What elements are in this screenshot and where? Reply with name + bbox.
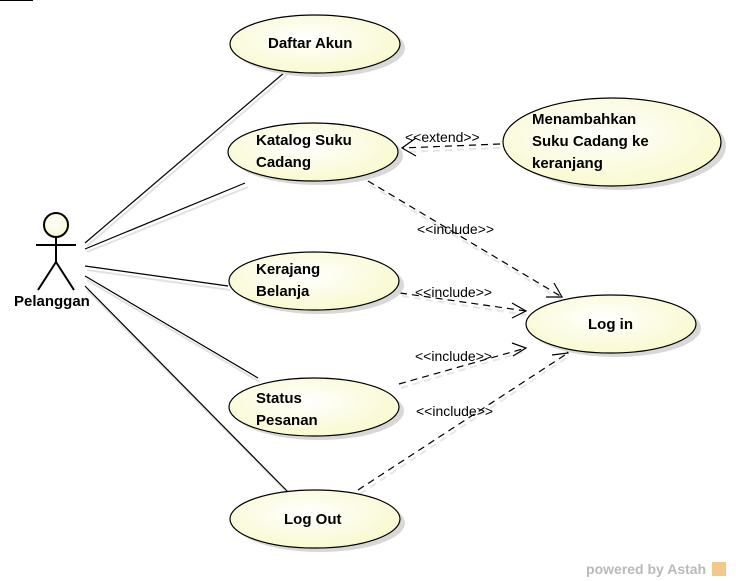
usecase-status-pesanan (228, 377, 400, 437)
astah-logo-icon (712, 562, 726, 576)
usecase-daftar-akun (229, 14, 401, 74)
include-arrowhead-katalog (546, 282, 564, 298)
include-stereotype-logout: <<include>> (416, 403, 494, 419)
include-stereotype-katalog: <<include>> (417, 221, 495, 237)
association-katalog (84, 182, 246, 250)
include-arrowhead-kerajang (511, 302, 528, 319)
usecase-login-label: Log in (588, 314, 633, 336)
usecase-label-line: Daftar Akun (268, 35, 353, 52)
association-daftar-akun (84, 71, 286, 244)
astah-watermark: powered by Astah (586, 561, 726, 577)
association-logout (84, 285, 290, 494)
usecase-kerajang-label: Kerajang Belanja (256, 259, 320, 303)
include-stereotype-status: <<include>> (415, 348, 493, 364)
usecase-label-line: Belanja (256, 283, 310, 300)
association-status (84, 275, 259, 379)
usecase-label-line: Suku Cadang ke (532, 133, 649, 150)
usecase-daftar-akun-label: Daftar Akun (268, 33, 352, 55)
actor-stick-figure-icon (36, 212, 76, 291)
actor-label: Pelanggan (14, 293, 90, 310)
watermark-text: powered by Astah (586, 561, 707, 577)
usecase-katalog-label: Katalog Suku Cadang (256, 130, 352, 174)
usecase-label-line: keranjang (532, 155, 603, 172)
include-line-katalog (367, 180, 563, 298)
frame-corner-line (0, 0, 33, 1)
include-line-kerajang (399, 292, 527, 312)
usecase-label-line: Kerajang (256, 261, 321, 278)
usecase-logout-label: Log Out (284, 509, 341, 531)
usecase-status-label: Status Pesanan (256, 388, 318, 432)
usecase-label-line: Log Out (284, 511, 342, 528)
usecase-label-line: Katalog Suku (256, 132, 352, 149)
usecase-log-out (229, 489, 401, 549)
extend-arrowhead (400, 137, 417, 157)
usecase-log-in (525, 294, 697, 354)
usecase-label-line: Menambahkan (532, 111, 637, 128)
usecase-katalog-suku-cadang (227, 122, 399, 182)
usecase-menambahkan (502, 97, 722, 187)
usecase-kerajang-belanja (228, 251, 400, 311)
extend-line (401, 143, 501, 149)
extend-stereotype: <<extend>> (405, 129, 480, 145)
usecase-label-line: Pesanan (256, 412, 318, 429)
include-line-logout (357, 352, 569, 491)
usecase-label-line: Cadang (256, 154, 312, 171)
include-arrowhead-status (511, 342, 528, 357)
association-kerajang (84, 265, 229, 287)
usecase-menambahkan-label: Menambahkan Suku Cadang ke keranjang (532, 109, 649, 175)
usecase-label-line: Log in (588, 316, 633, 333)
include-line-status (398, 347, 527, 385)
include-stereotype-kerajang: <<include>> (415, 284, 493, 300)
usecase-label-line: Status (256, 390, 302, 407)
